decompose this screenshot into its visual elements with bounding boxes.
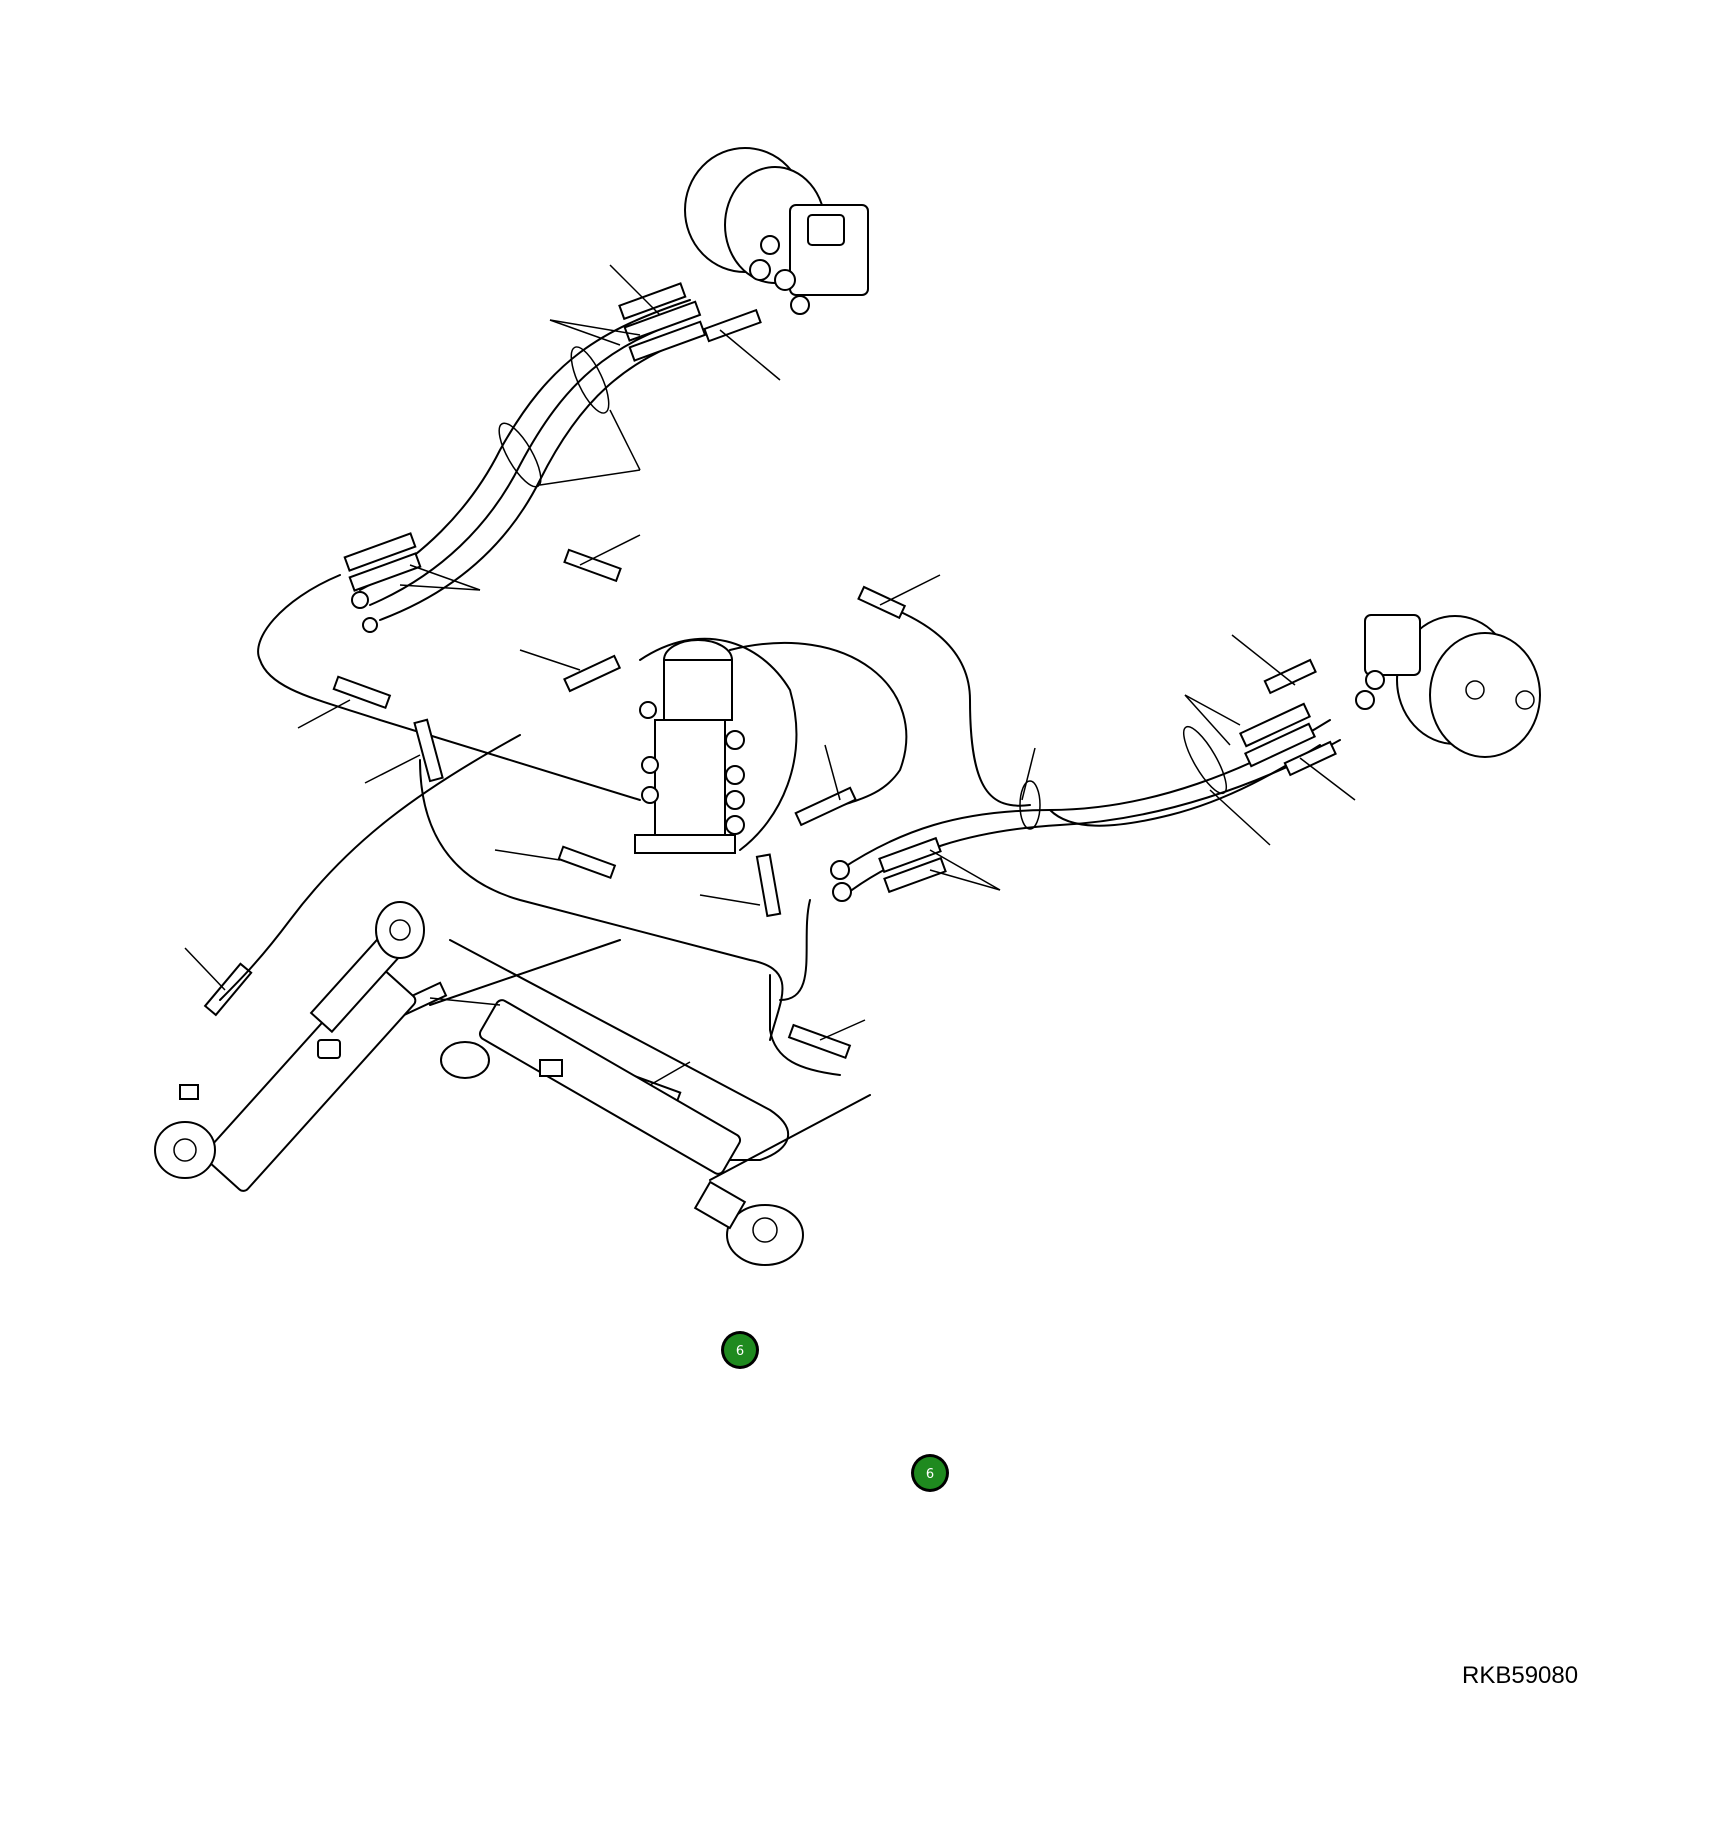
bottom-cylinder <box>440 999 804 1266</box>
right-hose-bundle <box>830 658 1341 902</box>
upper-right-hose <box>869 599 1031 807</box>
right-travel-motor <box>1355 614 1541 758</box>
callout-badge-2-fill <box>914 1457 946 1489</box>
leader-lines <box>184 264 1356 1086</box>
upper-right-fitting <box>857 585 907 620</box>
callout-badge-1[interactable]: 6 <box>721 1331 759 1369</box>
callout-badge-2-label: 6 <box>926 1467 934 1482</box>
reference-code: RKB59080 <box>1462 1662 1579 1689</box>
left-loop-hose <box>257 574 641 801</box>
center-loop-hose <box>639 637 798 851</box>
center-return-hose <box>729 641 908 821</box>
callout-badge-2[interactable]: 6 <box>911 1454 949 1492</box>
callout-badge-1-fill <box>724 1334 756 1366</box>
upper-hose-bundle <box>343 282 762 633</box>
swivel-joint <box>634 639 745 854</box>
left-cylinder <box>154 901 425 1192</box>
callout-badge-1-label: 6 <box>736 1344 744 1359</box>
upper-travel-motor <box>684 147 869 315</box>
cylinder-hoses <box>219 734 871 1181</box>
